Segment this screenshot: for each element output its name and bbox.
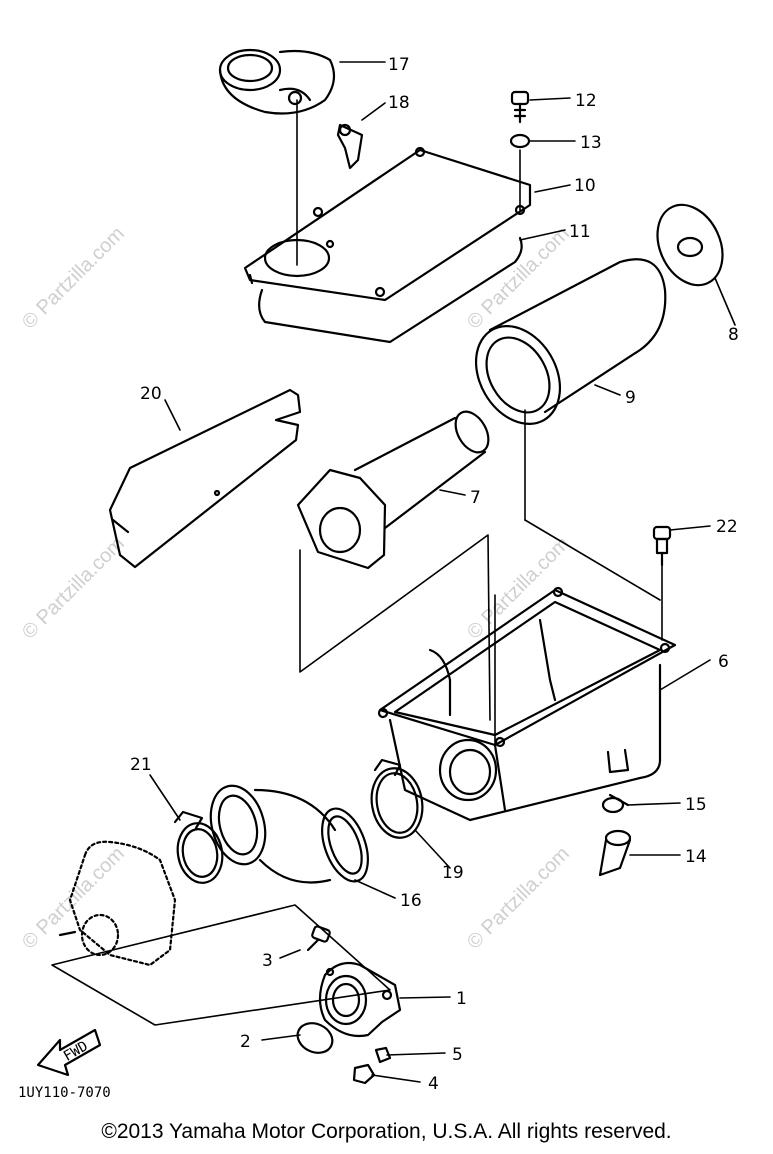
part-labels: 17 18 12 13 10 11 8 9 20 7 22 6 21 15 14…	[130, 55, 739, 1094]
part-1-flange	[318, 961, 402, 1038]
label-13: 13	[580, 133, 602, 153]
watermark: © Partzilla.com	[18, 533, 129, 644]
part-7-guide	[296, 410, 490, 570]
assembly-frames	[51, 534, 491, 1026]
label-11: 11	[569, 222, 591, 242]
leader-lines	[149, 61, 736, 1083]
label-5: 5	[452, 1045, 463, 1065]
label-9: 9	[625, 388, 636, 408]
label-20: 20	[140, 384, 162, 404]
part-12-bolt	[510, 90, 530, 124]
label-16: 16	[400, 891, 422, 911]
label-1: 1	[456, 989, 467, 1009]
label-6: 6	[718, 652, 729, 672]
fwd-label: FWD	[61, 1038, 91, 1065]
copyright-notice: ©2013 Yamaha Motor Corporation, U.S.A. A…	[101, 1120, 672, 1143]
part-9-filter-element	[474, 258, 667, 425]
watermark: © Partzilla.com	[18, 843, 129, 954]
part-18-fitting	[336, 123, 364, 170]
label-22: 22	[716, 517, 738, 537]
part-16-joint	[209, 784, 369, 884]
part-22-bolt	[652, 525, 672, 567]
label-14: 14	[685, 847, 707, 867]
watermarks: © Partzilla.com © Partzilla.com © Partzi…	[18, 223, 574, 954]
part-3-screw	[306, 925, 331, 952]
part-13-washer	[509, 133, 531, 149]
part-14-drain	[598, 829, 632, 877]
label-7: 7	[470, 488, 481, 508]
part-11-gasket	[258, 236, 523, 344]
label-21: 21	[130, 755, 152, 775]
watermark: © Partzilla.com	[18, 223, 129, 334]
diagram-code: 1UY110-7070	[18, 1085, 111, 1101]
watermark: © Partzilla.com	[463, 843, 574, 954]
carb-pipe	[58, 930, 77, 937]
label-2: 2	[240, 1032, 251, 1052]
part-6-case	[377, 586, 677, 822]
label-15: 15	[685, 795, 707, 815]
fwd-arrow	[36, 1028, 102, 1077]
part-10-cap	[243, 146, 532, 302]
part-4-nut	[352, 1063, 376, 1085]
label-12: 12	[575, 91, 597, 111]
label-8: 8	[728, 325, 739, 345]
label-19: 19	[442, 863, 464, 883]
label-10: 10	[574, 176, 596, 196]
part-5-washer	[374, 1046, 392, 1064]
label-17: 17	[388, 55, 410, 75]
part-15-clip	[601, 793, 630, 814]
part-21-band	[173, 810, 224, 884]
part-2-o-ring	[296, 1022, 334, 1054]
label-18: 18	[388, 93, 410, 113]
part-20-plate	[108, 388, 302, 569]
label-3: 3	[262, 951, 273, 971]
part-17-elbow	[218, 48, 336, 115]
label-4: 4	[428, 1074, 439, 1094]
carburetor-outline	[68, 840, 177, 967]
part-8-end-cap	[656, 203, 724, 287]
part-19-band	[370, 758, 424, 839]
